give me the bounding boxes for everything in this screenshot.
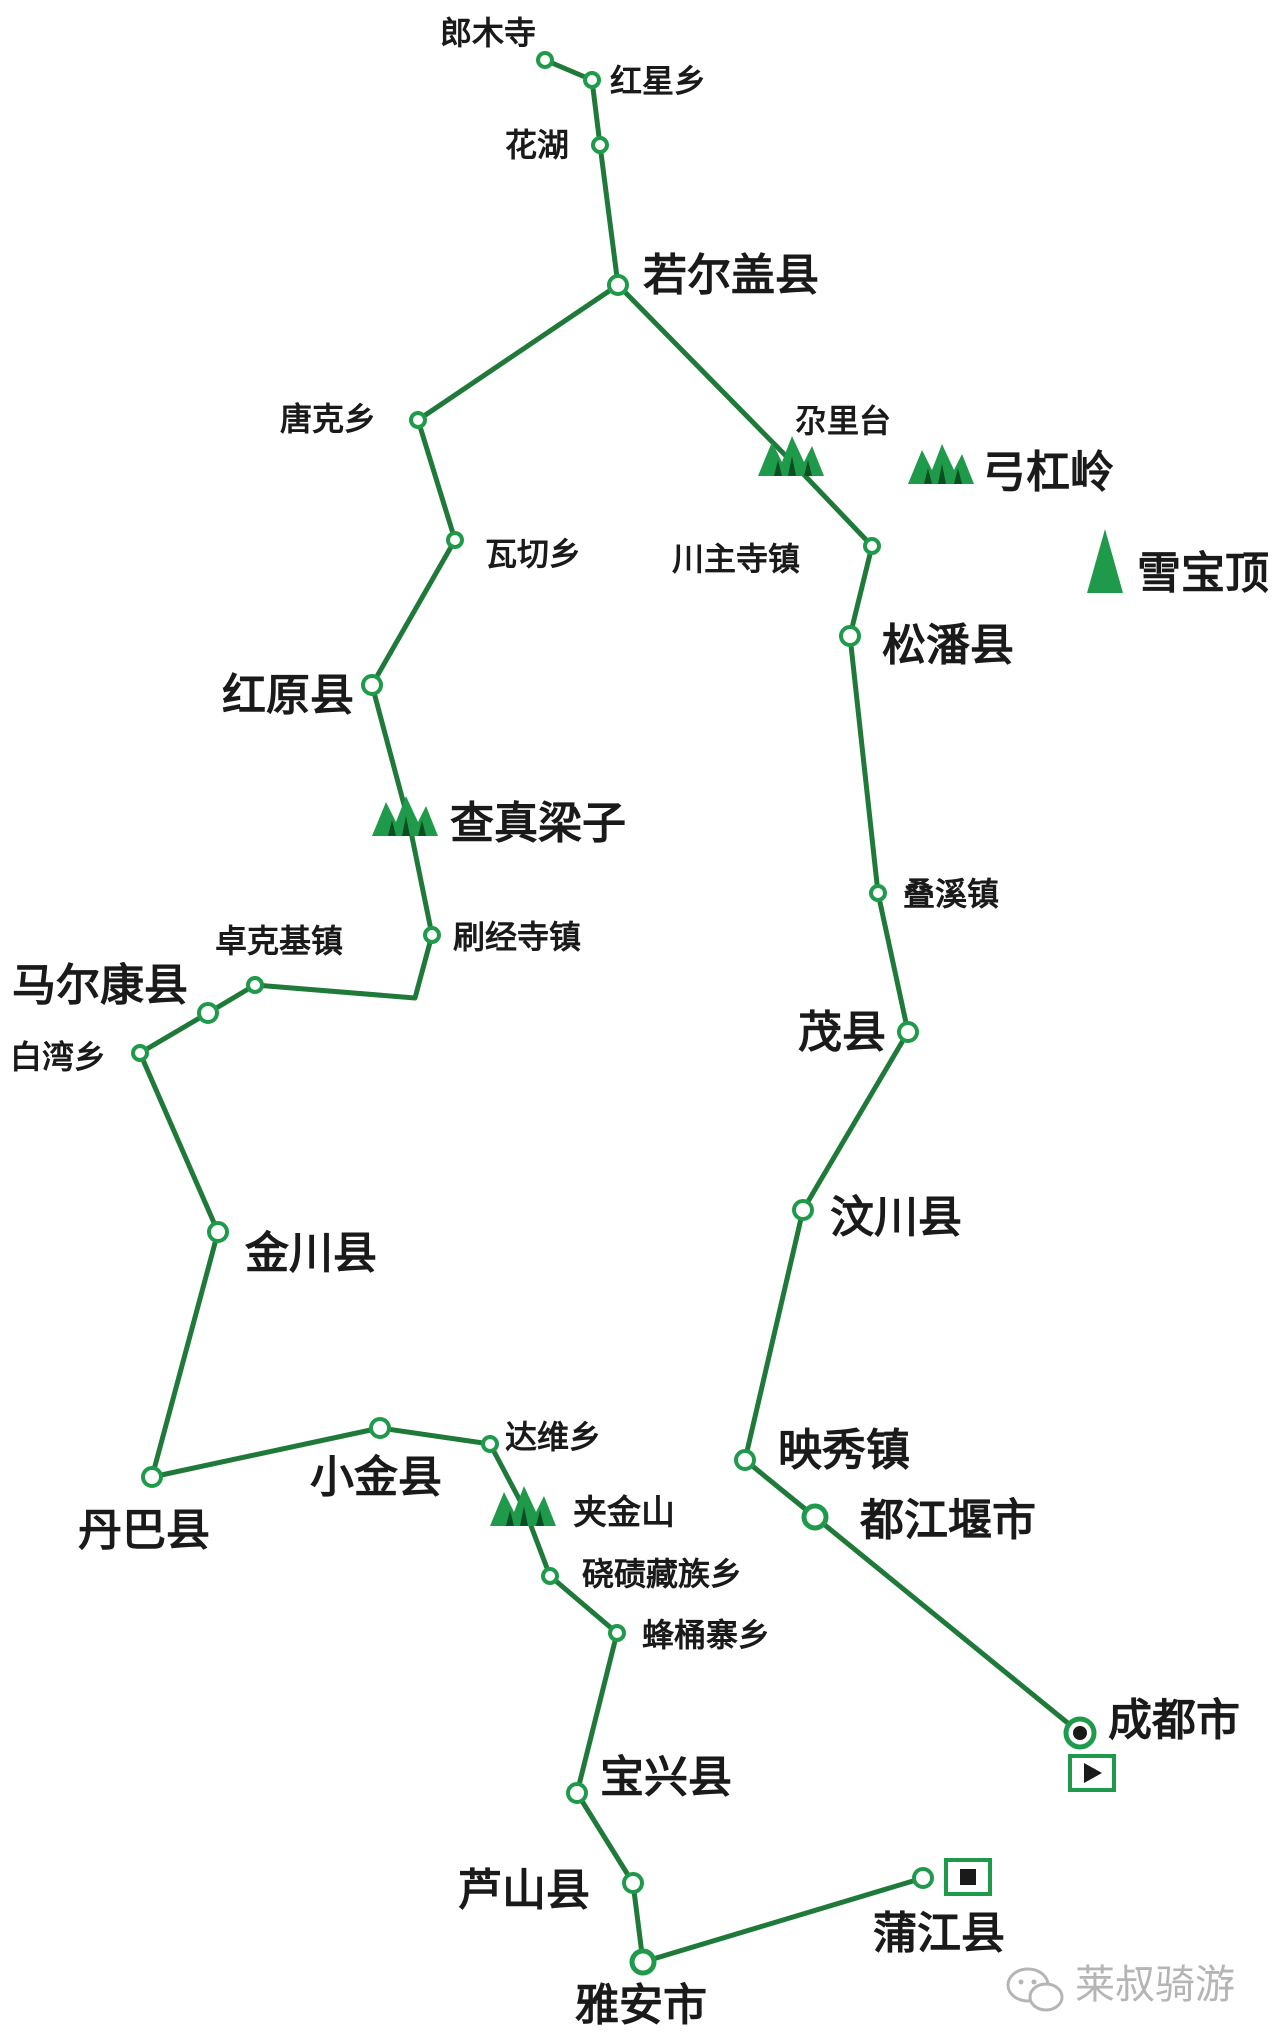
label-xuebaoding: 雪宝顶: [1137, 548, 1269, 599]
node-ruoergai: [607, 274, 629, 296]
label-galitai: 尕里台: [795, 402, 891, 440]
node-chengdu: [1063, 1716, 1097, 1750]
label-yingxiu: 映秀镇: [778, 1425, 910, 1476]
label-fengtongzhai: 蜂桶寨乡: [642, 1616, 770, 1654]
node-zhuokeji: [246, 976, 264, 994]
label-chazhenliangzi: 查真梁子: [450, 798, 626, 849]
mountain-pass-icon: [758, 436, 824, 476]
route-west-line: [137, 57, 926, 1965]
mountain-pass-icon: [908, 444, 974, 484]
label-hongxing: 红星乡: [610, 62, 706, 100]
node-dawei: [481, 1435, 499, 1453]
mountain-pass-icon: [372, 796, 438, 836]
node-hongxing: [583, 71, 601, 89]
label-hongyuan: 红原县: [222, 670, 354, 721]
label-maerkang: 马尔康县: [12, 960, 188, 1011]
label-langmusi: 郎木寺: [440, 14, 536, 52]
peak-icon: [1087, 529, 1123, 593]
node-hongyuan: [361, 674, 383, 696]
label-diexi: 叠溪镇: [903, 875, 999, 913]
stop-icon: [944, 1858, 992, 1896]
label-dawei: 达维乡: [505, 1418, 601, 1456]
label-jinchuan: 金川县: [244, 1228, 377, 1279]
node-danba: [141, 1466, 163, 1488]
node-qiaoqi: [541, 1567, 559, 1585]
node-dujiangyan: [801, 1503, 829, 1531]
node-maerkang: [197, 1002, 219, 1024]
node-jinchuan: [207, 1221, 229, 1243]
label-jiajinshan: 夹金山: [573, 1493, 675, 1533]
node-yaan: [629, 1948, 657, 1976]
node-fengtongzhai: [608, 1624, 626, 1642]
node-wenchuan: [792, 1199, 814, 1221]
label-qiaoqi: 硗碛藏族乡: [582, 1555, 742, 1593]
label-pujiang: 蒲江县: [873, 1908, 1005, 1959]
label-shuajingsi: 刷经寺镇: [453, 918, 581, 956]
node-baoxing: [566, 1782, 588, 1804]
node-chuanzhusi: [863, 537, 881, 555]
watermark-text: 莱叔骑游: [1075, 1962, 1235, 2008]
node-shuajingsi: [423, 926, 441, 944]
node-songpan: [839, 625, 861, 647]
label-maoxian: 茂县: [798, 1007, 886, 1058]
node-pujiang: [912, 1867, 934, 1889]
label-huahu: 花湖: [505, 126, 569, 164]
route-east-line: [615, 282, 1083, 1736]
label-waqie: 瓦切乡: [485, 535, 581, 573]
label-danba: 丹巴县: [78, 1505, 210, 1556]
node-tangke: [409, 411, 427, 429]
label-chuanzhusi: 川主寺镇: [672, 540, 800, 578]
label-wenchuan: 汶川县: [830, 1192, 962, 1243]
label-gonggangling: 弓杠岭: [982, 447, 1114, 498]
label-dujiangyan: 都江堰市: [859, 1495, 1036, 1546]
node-baiwan: [131, 1044, 149, 1062]
label-zhuokeji: 卓克基镇: [215, 922, 343, 960]
label-baiwan: 白湾乡: [10, 1038, 106, 1076]
label-baoxing: 宝兴县: [600, 1752, 732, 1803]
node-langmusi: [536, 51, 554, 69]
node-xiaojin: [369, 1417, 391, 1439]
node-lushan: [622, 1872, 644, 1894]
play-icon: [1068, 1754, 1116, 1792]
node-waqie: [446, 531, 464, 549]
node-huahu: [591, 136, 609, 154]
label-yaan: 雅安市: [575, 1980, 707, 2031]
label-lushan: 芦山县: [458, 1865, 590, 1916]
label-chengdu: 成都市: [1108, 1695, 1240, 1746]
mountain-pass-icon: [490, 1486, 556, 1526]
label-songpan: 松潘县: [882, 620, 1014, 671]
label-tangke: 唐克乡: [280, 400, 376, 438]
node-maoxian: [897, 1021, 919, 1043]
wechat-icon: [1006, 1967, 1064, 2012]
node-diexi: [869, 884, 887, 902]
label-xiaojin: 小金县: [310, 1452, 442, 1503]
label-ruoergai: 若尔盖县: [643, 250, 819, 301]
node-yingxiu: [734, 1449, 756, 1471]
